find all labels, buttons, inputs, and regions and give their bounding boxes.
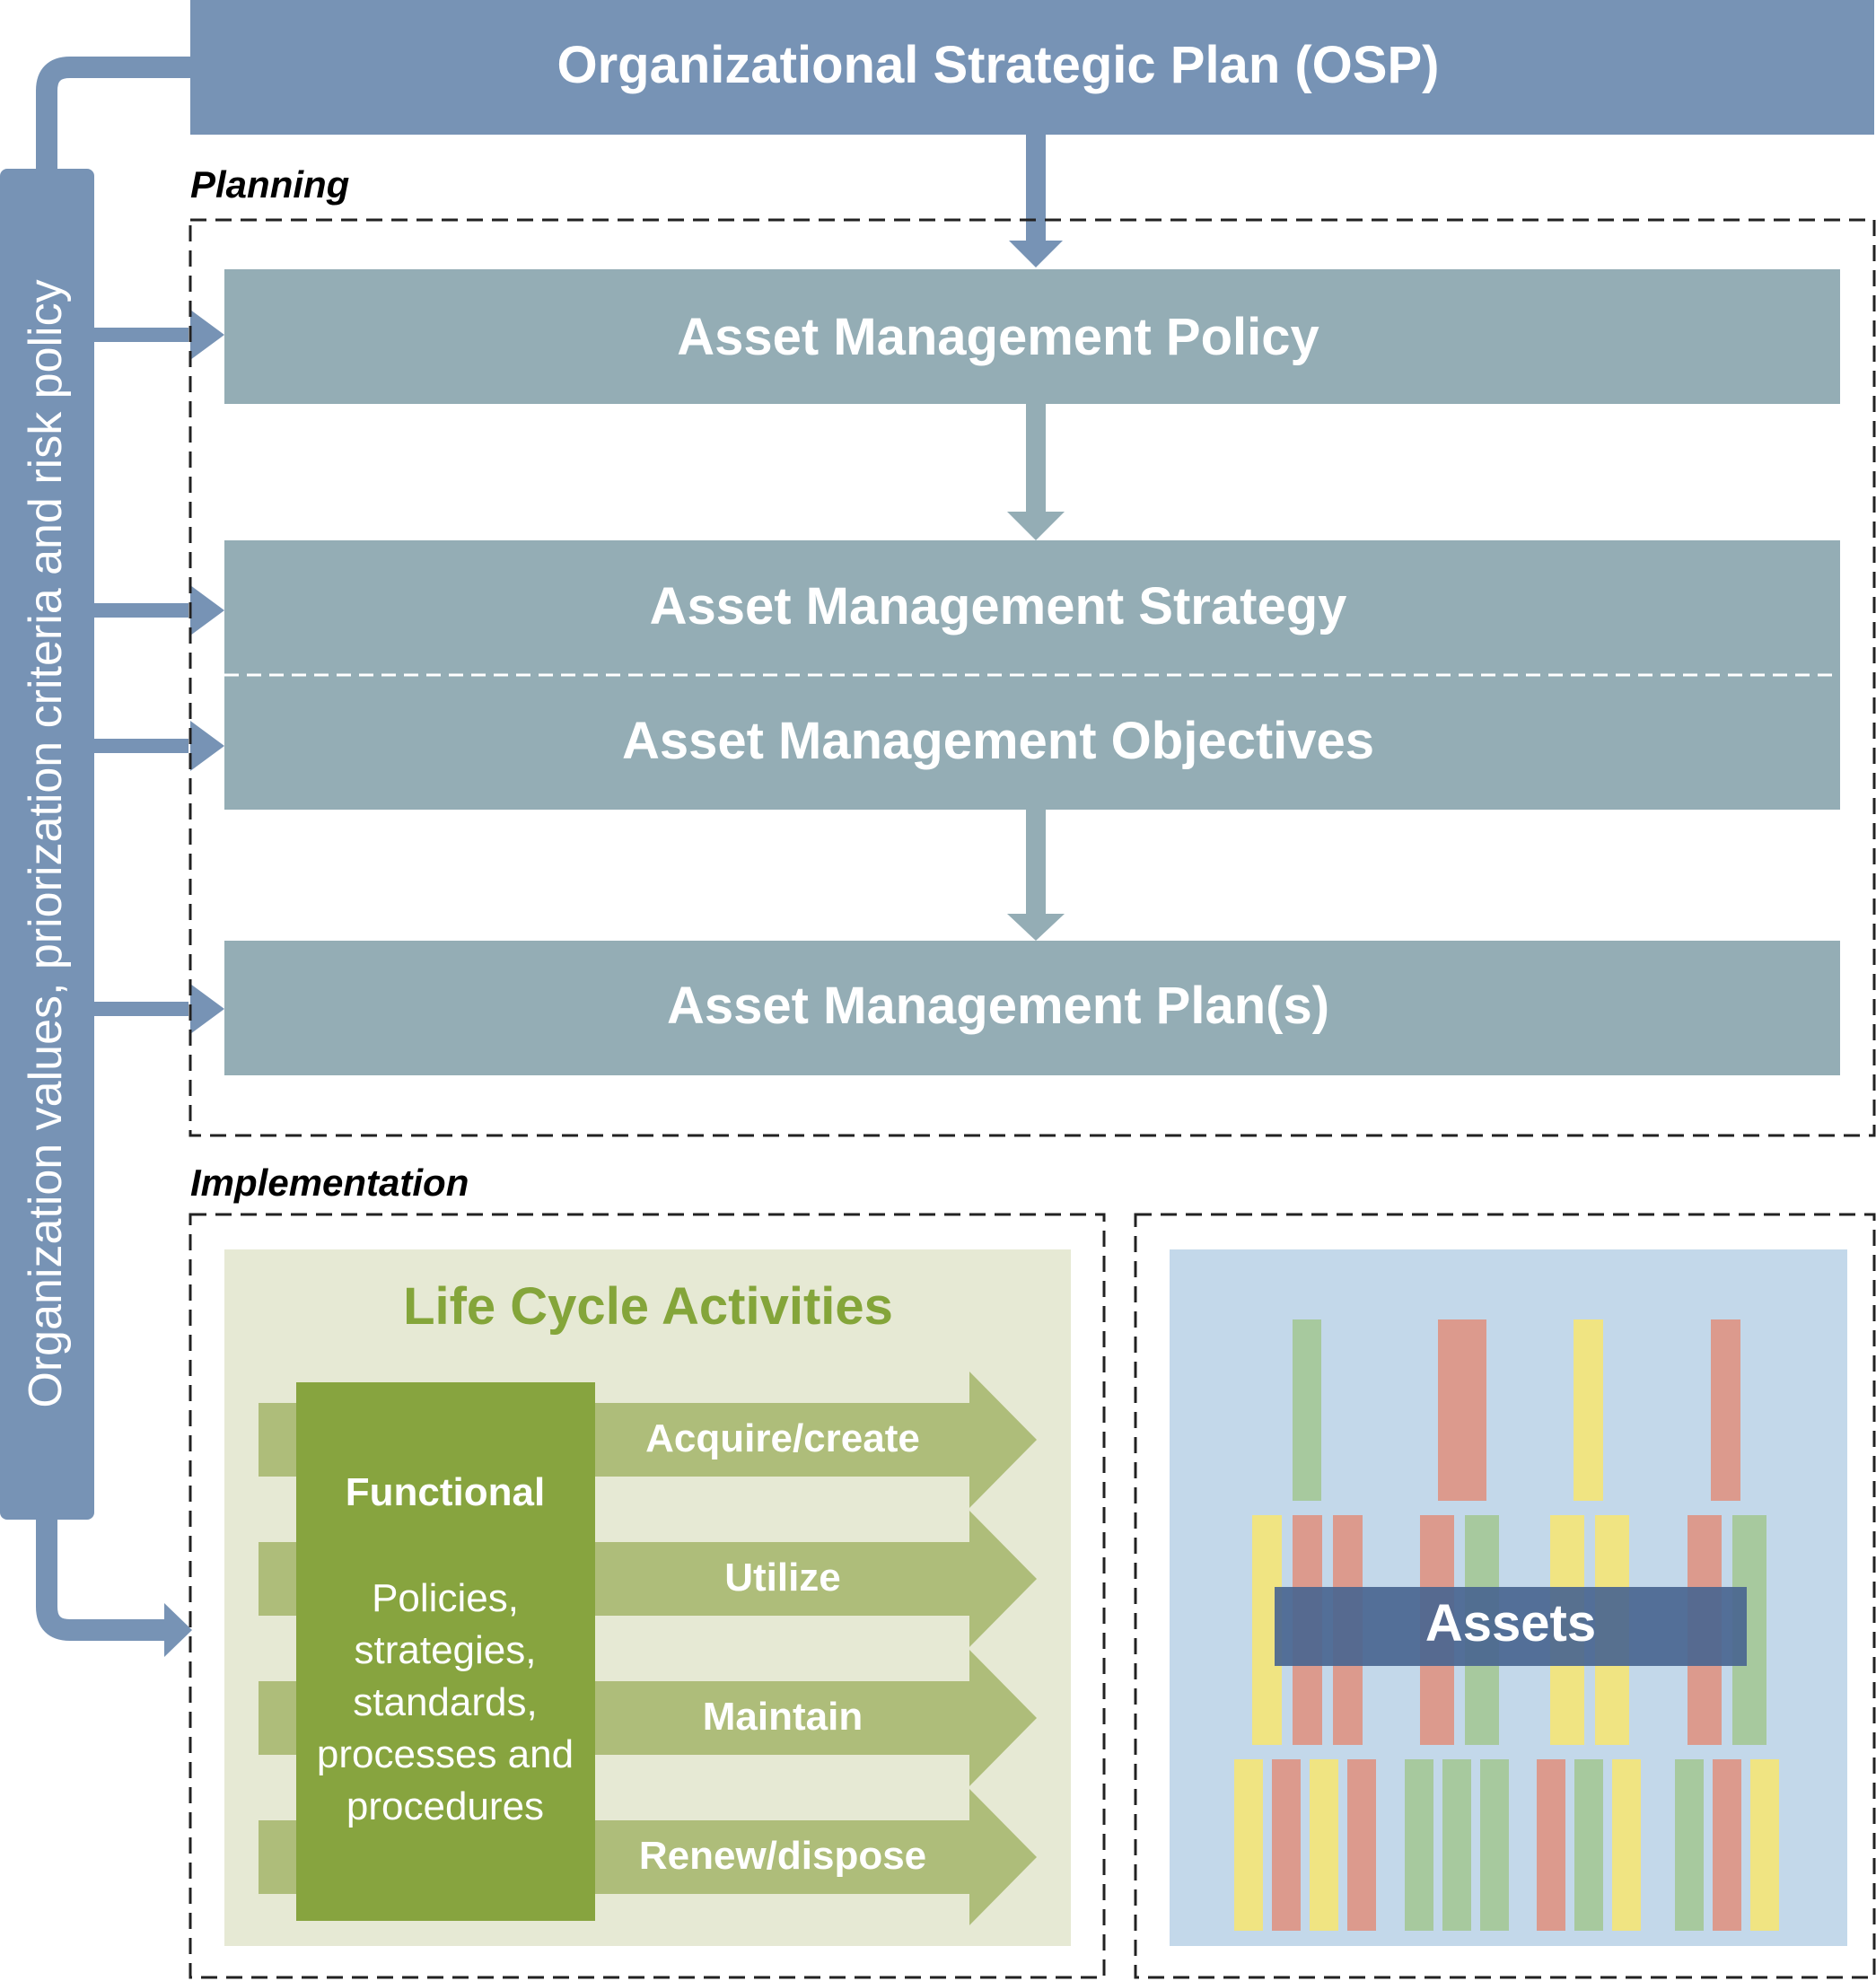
assets-label: Assets [1425,1594,1596,1652]
side-arrow-plans-head [190,984,224,1034]
side-arrow-objectives-shaft [90,739,188,753]
plans-label: Asset Management Plan(s) [667,977,1329,1035]
objectives-label: Asset Management Objectives [622,712,1374,770]
asset-bar [1442,1759,1471,1931]
policy-strategy-arrow-head [1007,512,1065,540]
osp-to-sidebar-connector [36,57,190,171]
side-arrow-policy-shaft [90,328,188,342]
strategy-label: Asset Management Strategy [650,577,1347,635]
asset-bar [1480,1759,1509,1931]
asset-bar [1438,1319,1486,1501]
asset-bar [1293,1319,1321,1501]
asset-bar [1713,1759,1741,1931]
activity-maintain-label: Maintain [703,1695,863,1739]
implementation-label: Implementation [190,1161,469,1204]
activity-acquire-label: Acquire/create [645,1416,920,1460]
functional-line-3: standards, [353,1680,537,1724]
asset-bar [1750,1759,1779,1931]
asset-bar [1675,1759,1704,1931]
asset-bar [1711,1319,1740,1501]
policy-strategy-arrow-shaft [1026,404,1046,513]
asset-bar [1405,1759,1433,1931]
sidebar-to-implementation-connector [36,1508,166,1641]
objectives-plans-arrow-shaft [1026,810,1046,916]
side-arrow-strategy-head [190,585,224,635]
policy-label: Asset Management Policy [677,308,1319,366]
asset-bar [1347,1759,1376,1931]
osp-policy-arrow-shaft [1026,135,1046,242]
asset-bar [1612,1759,1641,1931]
activity-renew-label: Renew/dispose [639,1834,926,1878]
lifecycle-title: Life Cycle Activities [403,1277,893,1336]
functional-title: Functional [346,1470,545,1514]
osp-policy-arrow-head [1009,241,1063,267]
asset-bar [1537,1759,1565,1931]
side-connectors: Organization values, priorization criter… [0,57,224,1657]
side-arrow-policy-head [190,310,224,360]
side-bar [0,169,94,1520]
policy-box [224,269,1840,404]
arrowhead-implementation [164,1603,192,1657]
assets-label-box [1275,1587,1747,1666]
asset-bar [1310,1759,1338,1931]
functional-line-1: Policies, [372,1576,519,1620]
functional-line-5: procedures [346,1784,544,1828]
plans-box [224,941,1840,1075]
asset-bar [1574,1759,1603,1931]
assets-frame [1134,1213,1876,1979]
planning-label: Planning [190,163,349,206]
side-arrow-plans-shaft [90,1002,188,1016]
asset-bar [1272,1759,1301,1931]
activity-utilize-label: Utilize [724,1556,841,1600]
osp-title: Organizational Strategic Plan (OSP) [557,36,1440,94]
asset-bar [1234,1759,1263,1931]
planning-frame [188,218,1876,1137]
side-arrow-strategy-shaft [90,603,188,618]
functional-line-2: strategies, [355,1628,537,1672]
objectives-plans-arrow-head [1007,914,1065,941]
lifecycle-frame [188,1213,1106,1979]
functional-line-4: processes and [317,1732,574,1776]
osp-box [190,0,1874,135]
side-bar-label: Organization values, priorization criter… [20,279,72,1407]
functional-box [296,1382,595,1921]
asset-bar [1574,1319,1603,1501]
side-arrow-objectives-head [190,721,224,771]
